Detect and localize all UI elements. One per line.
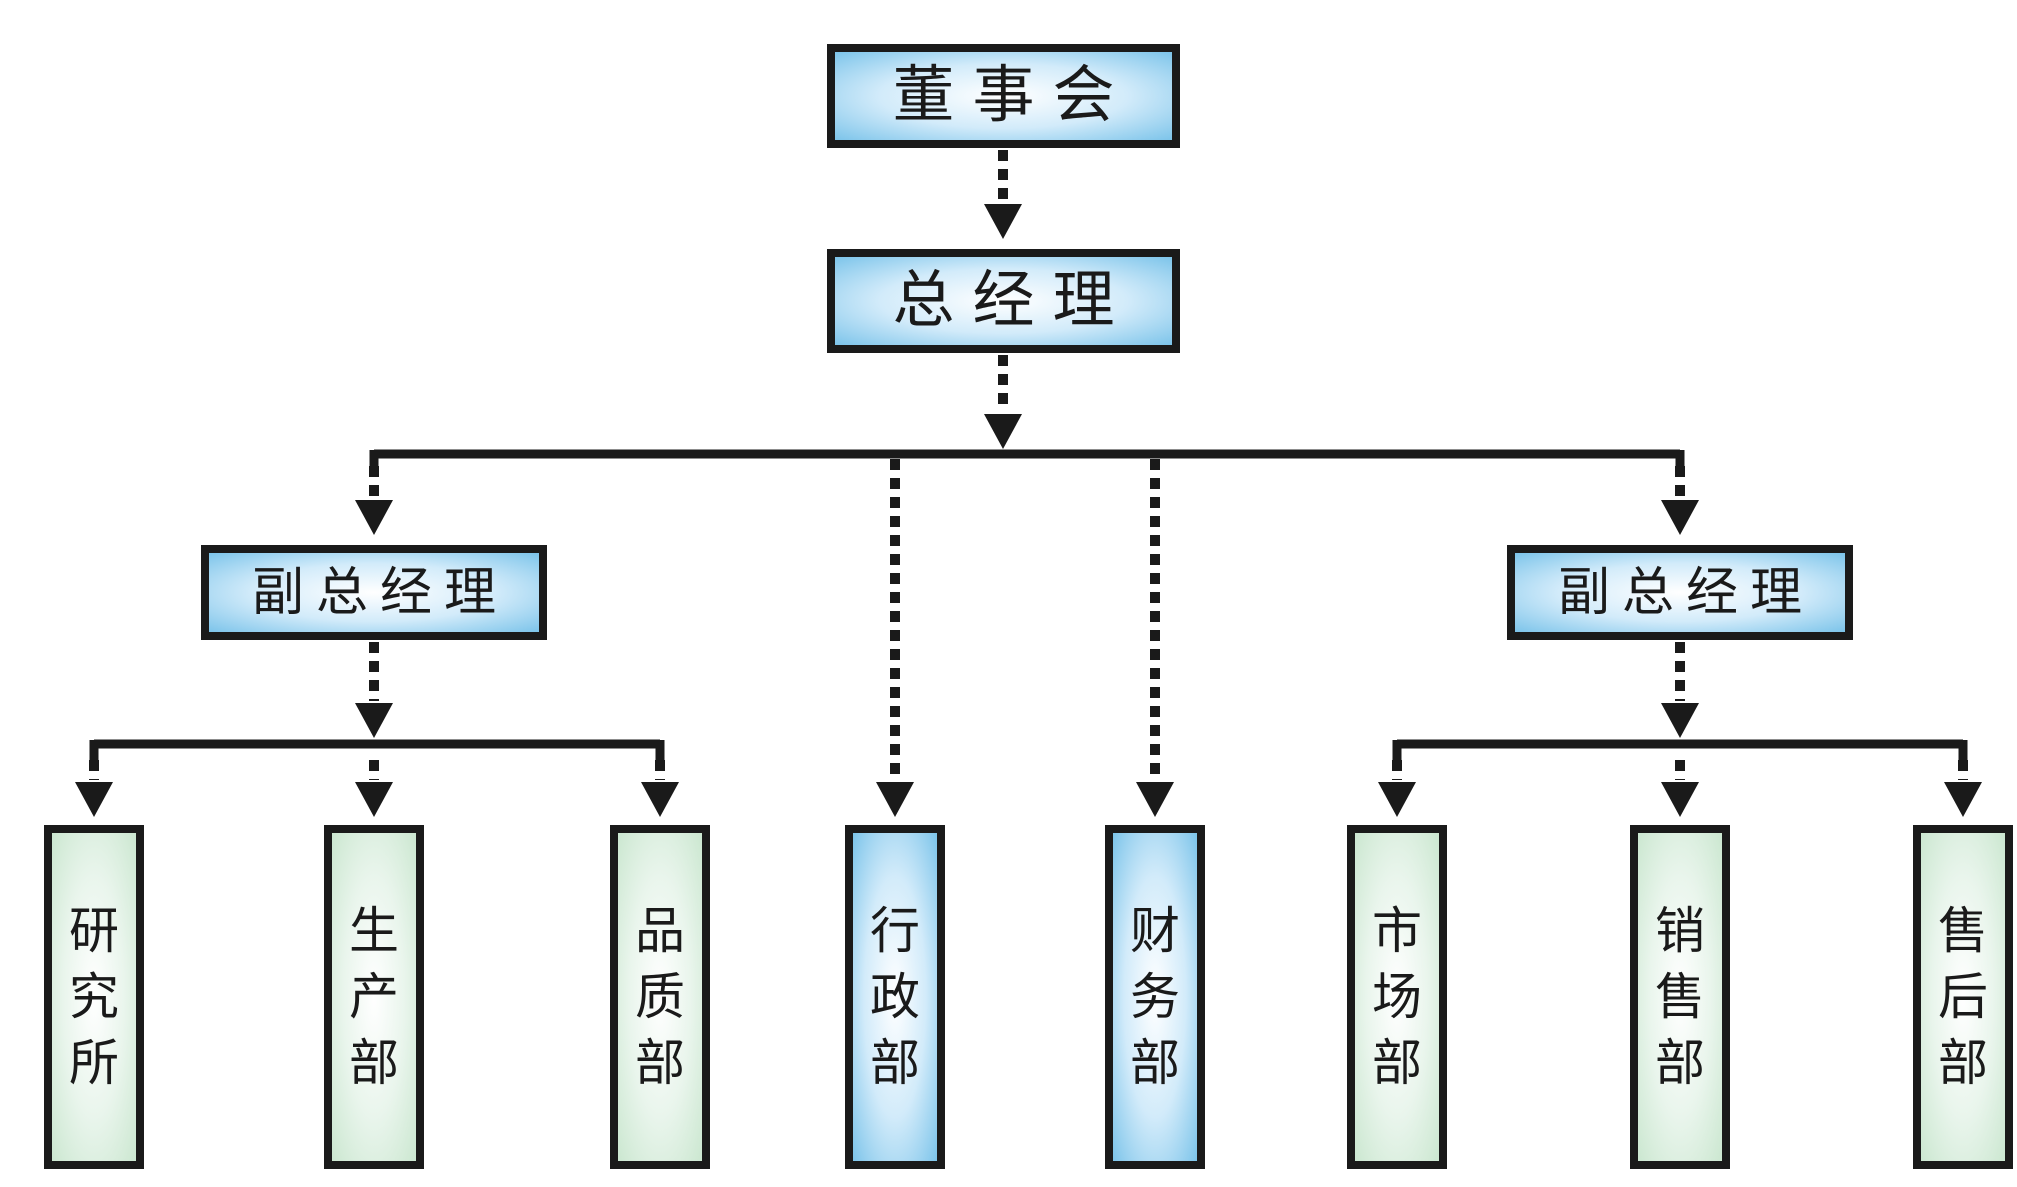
node-sales-dept-label: 销售部: [1655, 903, 1705, 1091]
arrowhead-research: [75, 782, 113, 817]
node-aftersales-dept-label: 售后部: [1938, 903, 1988, 1091]
arrowhead-deputy-right: [1661, 500, 1699, 535]
node-quality-dept-label: 品质部: [635, 903, 685, 1091]
node-admin-dept: 行政部: [845, 825, 945, 1169]
node-finance-dept: 财务部: [1105, 825, 1205, 1169]
node-aftersales-dept: 售后部: [1913, 825, 2013, 1169]
node-deputy-gm-right: 副总经理: [1507, 545, 1853, 640]
arrowhead-deputy-left: [355, 500, 393, 535]
node-board-of-directors: 董事会: [827, 44, 1180, 148]
arrowhead-finance: [1136, 782, 1174, 817]
node-marketing-dept: 市场部: [1347, 825, 1447, 1169]
arrowhead-aftersales: [1944, 782, 1982, 817]
node-quality-dept: 品质部: [610, 825, 710, 1169]
node-production-dept: 生产部: [324, 825, 424, 1169]
arrowhead-marketing: [1378, 782, 1416, 817]
node-deputy-gm-left-label: 副总经理: [251, 563, 508, 622]
arrowhead-deputy-left-branch: [355, 703, 393, 738]
node-deputy-gm-left: 副总经理: [201, 545, 547, 640]
arrowhead-admin: [876, 782, 914, 817]
arrowhead-sales: [1661, 782, 1699, 817]
node-research-institute: 研究所: [44, 825, 144, 1169]
node-finance-dept-label: 财务部: [1130, 903, 1180, 1091]
node-admin-dept-label: 行政部: [870, 903, 920, 1091]
arrowhead-gm-branch: [984, 414, 1022, 449]
node-general-manager-label: 总经理: [892, 266, 1133, 335]
node-general-manager: 总经理: [827, 249, 1180, 353]
node-deputy-gm-right-label: 副总经理: [1557, 563, 1814, 622]
node-research-institute-label: 研究所: [69, 903, 119, 1091]
node-board-of-directors-label: 董事会: [892, 61, 1133, 130]
arrowhead-quality: [641, 782, 679, 817]
arrowhead-board-gm: [984, 204, 1022, 239]
node-sales-dept: 销售部: [1630, 825, 1730, 1169]
node-production-dept-label: 生产部: [349, 903, 399, 1091]
arrowhead-production: [355, 782, 393, 817]
arrowhead-deputy-right-branch: [1661, 703, 1699, 738]
node-marketing-dept-label: 市场部: [1372, 903, 1422, 1091]
